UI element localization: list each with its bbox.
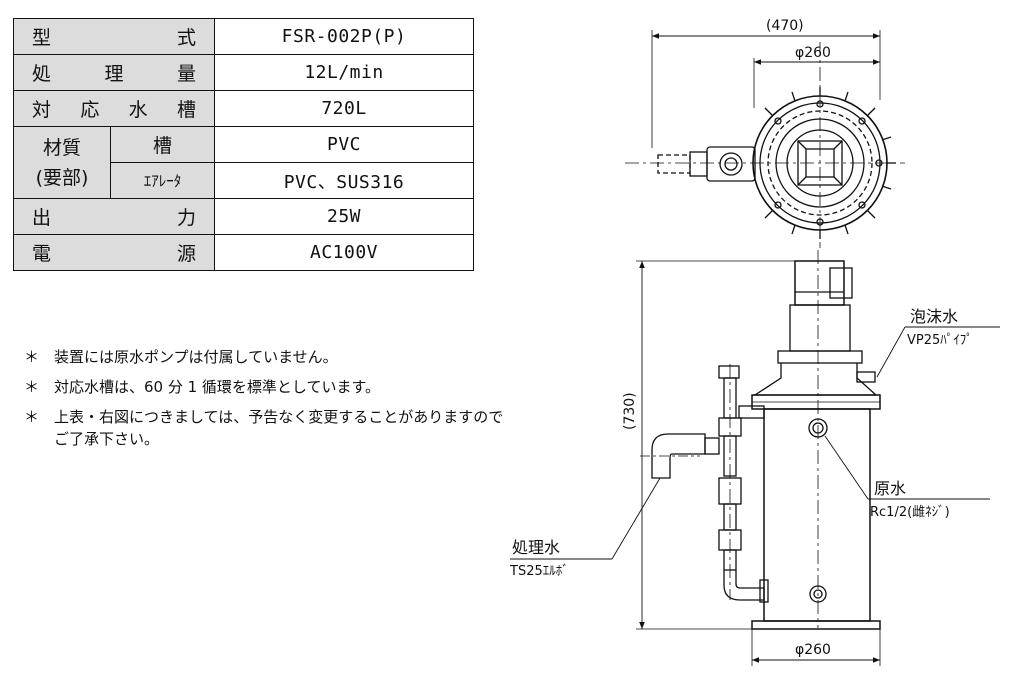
leader-treated-water <box>510 477 661 560</box>
note-bullet: ＊ <box>24 378 40 396</box>
label-material-tank: 槽 <box>110 126 215 163</box>
height-dimension <box>636 260 795 630</box>
table-row: 電源 AC100V <box>13 234 474 271</box>
bottom-dimension <box>751 629 881 666</box>
table-row: 材質 (要部) 槽 PVC <box>13 126 474 199</box>
leader-raw-water <box>824 435 990 500</box>
label-treated-water: 処理水 <box>512 538 560 557</box>
note-bullet: ＊ <box>24 348 40 366</box>
dim-bottom-diameter: φ260 <box>795 642 831 658</box>
note-item: ＊ 上表・右図につきましては、予告なく変更することがありますのでご了承下さい。 <box>24 406 504 450</box>
value-tank-volume: 720L <box>214 90 474 127</box>
label-power-output: 出力 <box>13 198 215 235</box>
table-row: 型式 FSR-002P(P) <box>13 18 474 55</box>
dim-height: (730) <box>622 392 638 430</box>
note-text: 上表・右図につきましては、予告なく変更することがありますのでご了承下さい。 <box>54 408 504 448</box>
note-text: 対応水槽は、60 分 1 循環を標準としています。 <box>54 378 380 396</box>
label-material-aerator: ｴｱﾚｰﾀ <box>110 162 215 199</box>
note-text: 装置には原水ポンプは付属していません。 <box>54 348 338 366</box>
table-row: ｴｱﾚｰﾀ PVC、SUS316 <box>14 162 474 199</box>
note-bullet: ＊ <box>24 408 40 426</box>
table-row: 処理量 12L/min <box>13 54 474 91</box>
top-view <box>625 30 905 248</box>
notes: ＊ 装置には原水ポンプは付属していません。 ＊ 対応水槽は、60 分 1 循環を… <box>24 346 504 458</box>
label-raw-water: 原水 <box>874 479 906 498</box>
label-capacity: 処理量 <box>13 54 215 91</box>
label-foam-water: 泡沫水 <box>910 307 958 326</box>
value-capacity: 12L/min <box>214 54 474 91</box>
label-material: 材質 (要部) <box>13 126 111 199</box>
front-view <box>640 250 881 630</box>
spec-foam-water: VP25ﾊﾟｲﾌﾟ <box>907 333 973 348</box>
leader-foam-outlet <box>876 326 1000 378</box>
dim-overall-width: (470) <box>766 18 804 34</box>
label-model: 型式 <box>13 18 215 55</box>
value-material-aerator: PVC、SUS316 <box>214 162 474 199</box>
value-power-supply: AC100V <box>214 234 474 271</box>
note-item: ＊ 対応水槽は、60 分 1 循環を標準としています。 <box>24 376 504 398</box>
table-row: 出力 25W <box>13 198 474 235</box>
dim-top-diameter: φ260 <box>795 45 831 61</box>
value-material-tank: PVC <box>214 126 474 163</box>
value-power-output: 25W <box>214 198 474 235</box>
spec-raw-water: Rc1/2(雌ﾈｼﾞ) <box>870 504 950 520</box>
note-item: ＊ 装置には原水ポンプは付属していません。 <box>24 346 504 368</box>
top-dimensions <box>652 33 880 65</box>
spec-treated-water: TS25ｴﾙﾎﾞ <box>509 564 569 579</box>
spec-table: 型式 FSR-002P(P) 処理量 12L/min 対応水槽 720L 材質 … <box>13 18 474 271</box>
label-power-supply: 電源 <box>13 234 215 271</box>
value-model: FSR-002P(P) <box>214 18 474 55</box>
